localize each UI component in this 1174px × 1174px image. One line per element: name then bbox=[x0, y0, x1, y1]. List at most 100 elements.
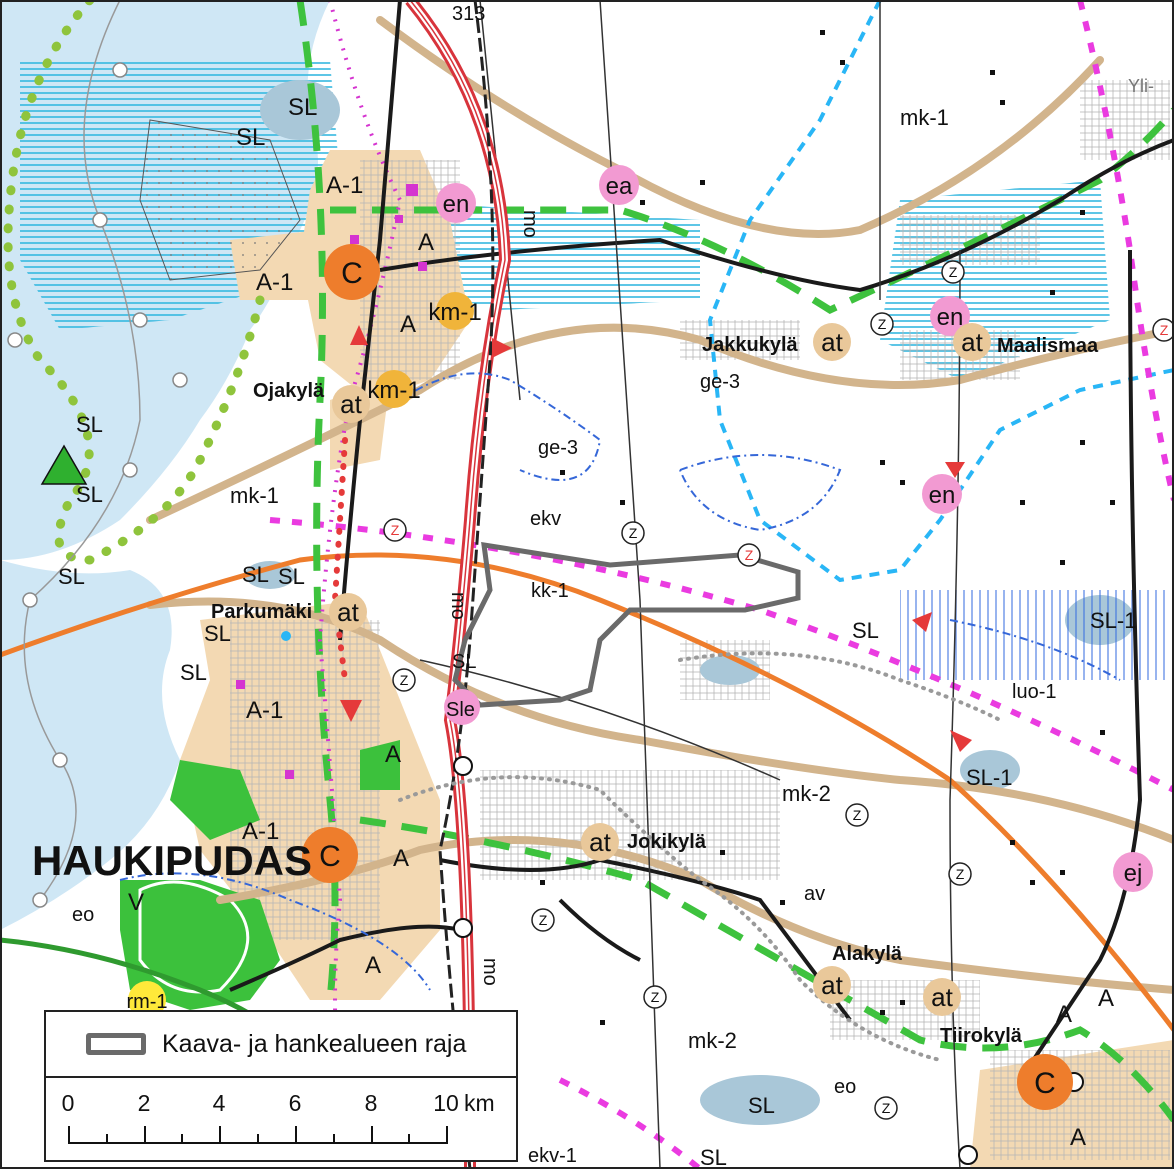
place-tiirokyla: Tiirokylä bbox=[940, 1025, 1023, 1047]
z-label-12: Z bbox=[1160, 322, 1169, 338]
mo-label-2: mo bbox=[447, 592, 469, 620]
en-label-1: en bbox=[443, 191, 470, 218]
scale-mark bbox=[219, 1126, 221, 1144]
scale-mark bbox=[408, 1134, 410, 1144]
scale-bar: 0 2 4 6 8 10 km bbox=[46, 1080, 516, 1164]
v-label: V bbox=[128, 889, 144, 916]
en-label-3: en bbox=[929, 482, 956, 509]
rm1-circle-marker bbox=[128, 981, 166, 1019]
a1-label-1: A-1 bbox=[326, 172, 363, 199]
a-label-6: A bbox=[1056, 1001, 1072, 1028]
legend: Kaava- ja hankealueen raja 0 2 4 6 8 10 … bbox=[44, 1010, 518, 1162]
sl-label-11: SL bbox=[748, 1093, 775, 1118]
green-dotted-boundary bbox=[3, 0, 265, 565]
km1-label-1: km-1 bbox=[428, 299, 481, 326]
mo-label-1: mo bbox=[519, 210, 541, 238]
at-label-6: at bbox=[821, 970, 843, 1000]
a-label-7: A bbox=[1098, 985, 1114, 1012]
z-label-1: Z bbox=[949, 264, 958, 280]
km1-label-2: km-1 bbox=[367, 377, 420, 404]
scale-tick-2: 2 bbox=[137, 1090, 151, 1116]
ekv-label: ekv bbox=[530, 508, 561, 530]
project-boundary-swatch bbox=[86, 1033, 146, 1055]
at-label-5: at bbox=[589, 827, 611, 857]
settlement-markers bbox=[540, 30, 1115, 1025]
kk1-label: kk-1 bbox=[531, 580, 569, 602]
place-jokikyla: Jokikylä bbox=[627, 831, 707, 853]
sl-label-5: SL bbox=[58, 564, 85, 589]
z-label-7: Z bbox=[853, 807, 862, 823]
z-label-8: Z bbox=[956, 866, 965, 882]
grey-dotted-route bbox=[398, 775, 942, 1062]
z-label-4: Z bbox=[391, 522, 400, 538]
sl-label-12: SL bbox=[700, 1145, 727, 1169]
roads bbox=[229, 0, 1174, 1082]
sl-label-4: SL bbox=[76, 482, 103, 507]
a-label-3: A bbox=[385, 741, 401, 768]
sl1-label-2: SL-1 bbox=[1090, 608, 1136, 633]
legend-boundary-label: Kaava- ja hankealueen raja bbox=[162, 1029, 467, 1058]
railway bbox=[405, 0, 512, 1170]
c-label-2: C bbox=[319, 840, 341, 873]
at-circle-markers bbox=[329, 323, 991, 1016]
main-road-313 bbox=[438, 0, 495, 1170]
luo-1-hatch bbox=[900, 590, 1170, 680]
scale-tick-0: 0 bbox=[61, 1090, 75, 1116]
blue-dash-dot-lines bbox=[119, 372, 1121, 991]
z-label-3: Z bbox=[629, 525, 638, 541]
a1-label-3: A-1 bbox=[246, 697, 283, 724]
project-area-boundary[interactable] bbox=[452, 542, 801, 708]
road-number-label: 313 bbox=[452, 3, 485, 25]
z-label-6: Z bbox=[400, 672, 409, 688]
scale-mark bbox=[295, 1126, 297, 1144]
at-label-4: at bbox=[961, 327, 983, 357]
z-circle-markers bbox=[383, 260, 1174, 1120]
red-dotted-line bbox=[331, 437, 348, 683]
scale-tick-8: 8 bbox=[364, 1090, 378, 1116]
scale-tick-6: 6 bbox=[288, 1090, 302, 1116]
scale-mark bbox=[106, 1134, 108, 1144]
blue-point-icon bbox=[281, 631, 291, 641]
boundary-circles bbox=[7, 62, 188, 908]
sle-label: Sle bbox=[446, 699, 475, 721]
ge3-label-1: ge-3 bbox=[700, 371, 740, 393]
eo-label-2: eo bbox=[834, 1076, 856, 1098]
a-label-5: A bbox=[365, 952, 381, 979]
place-maalismaa: Maalismaa bbox=[997, 335, 1099, 357]
mk2-label-2: mk-2 bbox=[688, 1028, 737, 1053]
sea-area-south bbox=[0, 560, 180, 930]
scale-mark bbox=[371, 1126, 373, 1144]
scale-unit: km bbox=[464, 1090, 495, 1116]
scale-tick-10: 10 bbox=[433, 1090, 459, 1116]
sl-label-1: SL bbox=[288, 94, 317, 121]
scale-mark bbox=[446, 1126, 448, 1144]
green-triangle-icon bbox=[40, 444, 88, 485]
sl-label-3: SL bbox=[76, 412, 103, 437]
at-label-7: at bbox=[931, 982, 953, 1012]
sl1-label-1: SL-1 bbox=[966, 765, 1012, 790]
mk2-label-1: mk-2 bbox=[782, 781, 831, 806]
place-ojakyla: Ojakylä bbox=[253, 380, 325, 402]
scale-mark bbox=[181, 1134, 183, 1144]
place-alakyla: Alakylä bbox=[832, 943, 903, 965]
km1-circle-markers bbox=[375, 292, 474, 408]
center-c-markers: C C C bbox=[302, 244, 1073, 1110]
yli-label: Yli- bbox=[1128, 76, 1154, 96]
av-label: av bbox=[804, 883, 825, 905]
scale-mark bbox=[333, 1134, 335, 1144]
a1-label-4: A-1 bbox=[242, 818, 279, 845]
cyan-boundary bbox=[707, 0, 1174, 583]
grey-dotted-route-2 bbox=[678, 651, 1002, 722]
ea-label: ea bbox=[606, 173, 633, 200]
sl-label-2: SL bbox=[236, 124, 265, 151]
place-jakkukyla: Jakkukylä bbox=[702, 334, 799, 356]
magenta-markers bbox=[236, 184, 427, 779]
magenta-boundaries bbox=[269, 0, 1174, 1172]
place-haukipudas: HAUKIPUDAS bbox=[32, 837, 312, 884]
at-label-1: at bbox=[340, 389, 362, 419]
legend-boundary-row: Kaava- ja hankealueen raja bbox=[46, 1012, 516, 1078]
a1-label-2: A-1 bbox=[256, 269, 293, 296]
